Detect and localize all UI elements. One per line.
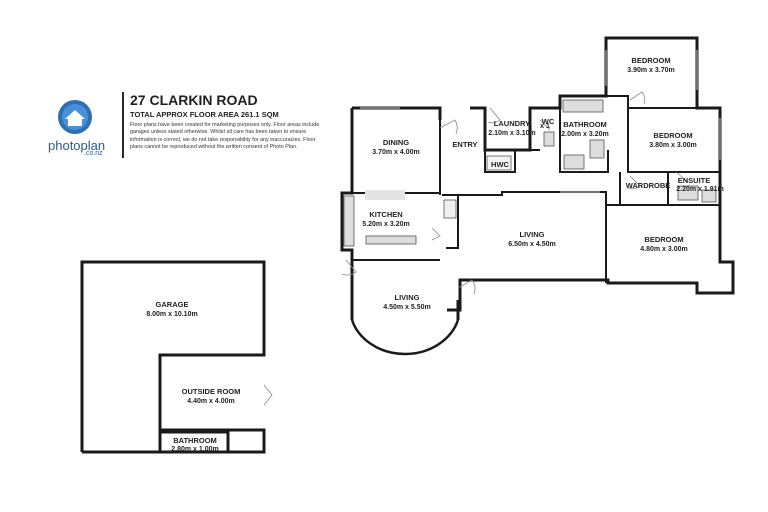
room-dims-bedroom-3: 4.80m x 3.00m — [640, 246, 687, 253]
header-divider — [122, 92, 124, 158]
room-name-bedroom-1: BEDROOM — [631, 56, 670, 65]
room-name-bathroom-main: BATHROOM — [563, 120, 607, 129]
logo-brand-text: photoplan — [48, 138, 106, 153]
room-dims-ensuite: 2.20m x 1.91m — [676, 186, 723, 193]
logo-domain-text: .co.nz — [84, 150, 103, 157]
room-name-kitchen: KITCHEN — [369, 210, 402, 219]
door-swings — [263, 91, 689, 406]
photoplan-logo — [58, 100, 92, 134]
room-dims-bathroom-main: 2.00m x 3.20m — [561, 131, 608, 138]
property-address: 27 CLARKIN ROAD — [130, 92, 258, 108]
room-name-garage: GARAGE — [156, 300, 189, 309]
room-dims-wc: x 1 — [540, 123, 550, 130]
room-name-dining: DINING — [383, 138, 409, 147]
garage-walls — [80, 260, 266, 454]
room-dims-bathroom-garage: 2.80m x 1.00m — [171, 446, 218, 453]
room-name-bathroom-garage: BATHROOM — [173, 436, 217, 445]
room-name-wc: WC — [542, 117, 555, 126]
room-name-bedroom-3: BEDROOM — [644, 235, 683, 244]
room-name-wardrobe: WARDROBE — [626, 181, 671, 190]
room-name-laundry: LAUNDRY — [494, 119, 530, 128]
room-name-outside-room: OUTSIDE ROOM — [182, 387, 241, 396]
room-dims-living-main: 6.50m x 4.50m — [508, 241, 555, 248]
room-labels: DINING 3.70m x 4.00m ENTRY LAUNDRY 2.10m… — [146, 56, 723, 453]
room-dims-kitchen: 5.20m x 3.20m — [362, 221, 409, 228]
disclaimer-text: Floor plans have been created for market… — [130, 122, 320, 151]
room-name-living-main: LIVING — [519, 230, 544, 239]
room-dims-outside-room: 4.40m x 4.00m — [187, 398, 234, 405]
room-dims-garage: 8.00m x 10.10m — [146, 311, 197, 318]
total-floor-area: TOTAL APPROX FLOOR AREA 261.1 SQM — [130, 110, 279, 119]
room-dims-living-bay: 4.50m x 5.50m — [383, 304, 430, 311]
room-name-entry: ENTRY — [452, 140, 477, 149]
room-dims-bedroom-2: 3.80m x 3.00m — [649, 142, 696, 149]
room-dims-laundry: 2.10m x 3.10m — [488, 130, 535, 137]
fixtures — [343, 99, 717, 247]
room-name-living-bay: LIVING — [394, 293, 419, 302]
room-name-ensuite: ENSUITE — [678, 176, 711, 185]
room-name-bedroom-2: BEDROOM — [653, 131, 692, 140]
room-dims-bedroom-1: 3.90m x 3.70m — [627, 67, 674, 74]
room-name-hwc: HWC — [491, 160, 509, 169]
room-dims-dining: 3.70m x 4.00m — [372, 149, 419, 156]
